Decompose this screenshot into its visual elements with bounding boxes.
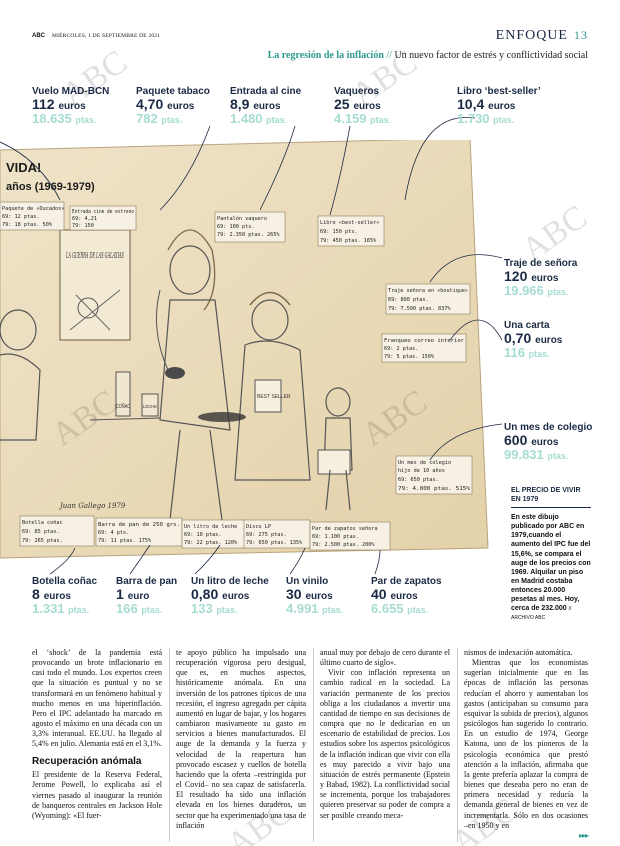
price-school: Un mes de colegio 600 euros 99.831 ptas. <box>504 422 593 463</box>
svg-text:79: 2.350 ptas. 265%: 79: 2.350 ptas. 265% <box>217 232 280 238</box>
column-divider <box>457 648 458 842</box>
svg-text:69: 85 ptas.: 69: 85 ptas. <box>22 529 59 535</box>
svg-text:hijo de 10 años: hijo de 10 años <box>398 468 445 474</box>
tag-cognac: Botella coñac 69: 85 ptas. 79: 265 ptas. <box>19 515 95 547</box>
article-column-2: te apoyo público ha impulsado una recupe… <box>176 648 306 830</box>
cognac-bottle-label: COÑAC <box>116 403 130 410</box>
article-column-4: nismos de indexación automática. Mientra… <box>464 648 589 840</box>
svg-text:69: 800 ptas.: 69: 800 ptas. <box>388 297 429 303</box>
svg-text:69: 4 pts.: 69: 4 pts. <box>98 530 129 536</box>
price-tobacco: Paquete tabaco 4,70 euros 782 ptas. <box>136 86 210 127</box>
svg-text:79: 650 ptas. 135%: 79: 650 ptas. 135% <box>246 540 303 546</box>
column-divider <box>313 648 314 842</box>
svg-text:Pantalón vaquero: Pantalón vaquero <box>217 215 267 222</box>
article-body: el ‘shock’ de la pandemia está provocand… <box>32 648 589 842</box>
milk-carton-label: LECHE <box>143 404 157 409</box>
kicker-main: La regresión de la inflación <box>267 50 384 61</box>
svg-text:69: 12 ptas.: 69: 12 ptas. <box>2 214 39 220</box>
price-dress: Traje de señora 120 euros 19.966 ptas. <box>504 258 578 299</box>
subheading: Recuperación anómala <box>32 755 142 767</box>
svg-text:Franqueo correo interior: Franqueo correo interior <box>384 338 464 344</box>
tag-cinema: Entrada cine de estreno 69: 4,21 79: 150 <box>69 205 137 231</box>
illustration-title-2: años (1969-1979) <box>6 181 95 193</box>
svg-text:Un litro de leche: Un litro de leche <box>184 524 237 530</box>
svg-text:79: 150: 79: 150 <box>72 223 94 229</box>
bag-label: BEST SELLER <box>257 394 291 400</box>
tag-bread: Barra de pan de 250 grs. 69: 4 pts. 79: … <box>95 517 183 547</box>
price-cognac: Botella coñac 8 euros 1.331 ptas. <box>32 576 98 617</box>
tag-letter: Franqueo correo interior 69: 2 ptas. 79:… <box>381 333 467 363</box>
price-jeans: Vaqueros 25 euros 4.159 ptas. <box>334 86 392 127</box>
svg-text:69: 275 ptas.: 69: 275 ptas. <box>246 532 287 538</box>
svg-text:69: 150 pts.: 69: 150 pts. <box>320 229 357 235</box>
svg-text:79: 2.500 ptas. 200%: 79: 2.500 ptas. 200% <box>312 542 375 548</box>
svg-text:79: 7.500 ptas. 837%: 79: 7.500 ptas. 837% <box>388 306 451 312</box>
continue-arrows-icon: ▸▸▸ <box>578 830 589 840</box>
galaxias-poster: LA GUERRA DE LAS GALAXIAS <box>66 251 125 260</box>
price-cinema: Entrada al cine 8,9 euros 1.480 ptas. <box>230 86 302 127</box>
svg-text:79: 18 ptas. 50%: 79: 18 ptas. 50% <box>2 222 53 228</box>
photo-credit: // ARCHIVO ABC <box>511 606 572 622</box>
tag-school: Un mes de colegio hijo de 10 años 69: 65… <box>395 455 473 495</box>
svg-text:Un mes de colegio: Un mes de colegio <box>398 460 451 466</box>
svg-text:Entrada cine de estreno: Entrada cine de estreno <box>72 209 134 215</box>
svg-text:Libro «best-seller»: Libro «best-seller» <box>320 220 379 226</box>
svg-text:79: 450 ptas. 165%: 79: 450 ptas. 165% <box>320 238 377 244</box>
kicker-sub: Un nuevo factor de estrés y conflictivid… <box>394 50 588 61</box>
tag-shoes: Par de zapatos señora 69: 1.100 ptas. 79… <box>309 521 391 551</box>
kicker: La regresión de la inflación // Un nuevo… <box>268 50 588 61</box>
price-shoes: Par de zapatos 40 euros 6.655 ptas. <box>371 576 442 617</box>
svg-text:Disco LP: Disco LP <box>246 524 271 530</box>
svg-text:Botella coñac: Botella coñac <box>22 520 63 526</box>
price-book: Libro ‘best-seller’ 10,4 euros 1.730 pta… <box>457 86 541 127</box>
svg-text:69: 650 ptas.: 69: 650 ptas. <box>398 477 439 483</box>
info-box-body: En este dibujo publicado por ABC en 1979… <box>511 514 591 622</box>
price-vinyl: Un vinilo 30 euros 4.991 ptas. <box>286 576 344 617</box>
page-header: ABC MIÉRCOLES, 1 DE SEPTIEMBRE DE 2021 E… <box>32 28 588 46</box>
svg-text:69: 10 ptas.: 69: 10 ptas. <box>184 532 221 538</box>
svg-text:69: 2 ptas.: 69: 2 ptas. <box>384 346 418 352</box>
svg-text:Barra de pan de 250 grs.: Barra de pan de 250 grs. <box>98 522 180 528</box>
illustration-signature: Juan Gallego 1979 <box>58 502 126 510</box>
svg-text:79: 5 ptas. 150%: 79: 5 ptas. 150% <box>384 354 435 360</box>
svg-text:79: 11 ptas. 175%: 79: 11 ptas. 175% <box>98 538 152 544</box>
price-flight: Vuelo MAD-BCN 112 euros 18.635 ptas. <box>32 86 110 127</box>
svg-text:69: 4,21: 69: 4,21 <box>72 216 97 222</box>
article-column-3: anual muy por debajo de cero durante el … <box>320 648 450 820</box>
column-divider <box>169 648 170 842</box>
info-box: El precio de vivir en 1979 En este dibuj… <box>511 486 591 622</box>
article-column-1: el ‘shock’ de la pandemia está provocand… <box>32 648 162 820</box>
svg-text:79: 4.000 ptas. 515%: 79: 4.000 ptas. 515% <box>398 486 471 492</box>
svg-text:69: 100 pts.: 69: 100 pts. <box>217 224 254 230</box>
tag-jeans: Pantalón vaquero 69: 100 pts. 79: 2.350 … <box>214 211 286 243</box>
tag-cigarettes: Paquete de «Ducados» 69: 12 ptas. 79: 18… <box>0 201 64 231</box>
info-box-title: El precio de vivir en 1979 <box>511 486 591 509</box>
page-number: 13 <box>574 28 588 42</box>
price-bread: Barra de pan 1 euro 166 ptas. <box>116 576 178 617</box>
svg-text:Paquete de «Ducados»: Paquete de «Ducados» <box>2 206 64 212</box>
price-milk: Un litro de leche 0,80 euros 133 ptas. <box>191 576 269 617</box>
svg-text:79: 265 ptas.: 79: 265 ptas. <box>22 538 63 544</box>
tag-dress: Traje señora en «boutique» 69: 800 ptas.… <box>385 283 471 315</box>
price-letter: Una carta 0,70 euros 116 ptas. <box>504 320 563 361</box>
svg-text:Traje señora en «boutique»: Traje señora en «boutique» <box>388 288 468 294</box>
brand-logo: ABC <box>32 33 45 39</box>
svg-text:79: 22 ptas. 120%: 79: 22 ptas. 120% <box>184 540 238 546</box>
kicker-separator: // <box>386 50 392 61</box>
svg-text:69: 1.100 ptas.: 69: 1.100 ptas. <box>312 534 359 540</box>
issue-date: MIÉRCOLES, 1 DE SEPTIEMBRE DE 2021 <box>52 33 161 39</box>
tag-record: Disco LP 69: 275 ptas. 79: 650 ptas. 135… <box>243 519 311 549</box>
illustration-title-1: VIDA! <box>6 160 41 175</box>
vintage-illustration: VIDA! años (1969-1979) LA GUERRA DE LAS … <box>0 140 489 559</box>
tag-book: Libro «best-seller» 69: 150 pts. 79: 450… <box>317 215 385 247</box>
svg-text:Par de zapatos señora: Par de zapatos señora <box>312 526 378 532</box>
tag-milk: Un litro de leche 69: 10 ptas. 79: 22 pt… <box>181 519 247 549</box>
